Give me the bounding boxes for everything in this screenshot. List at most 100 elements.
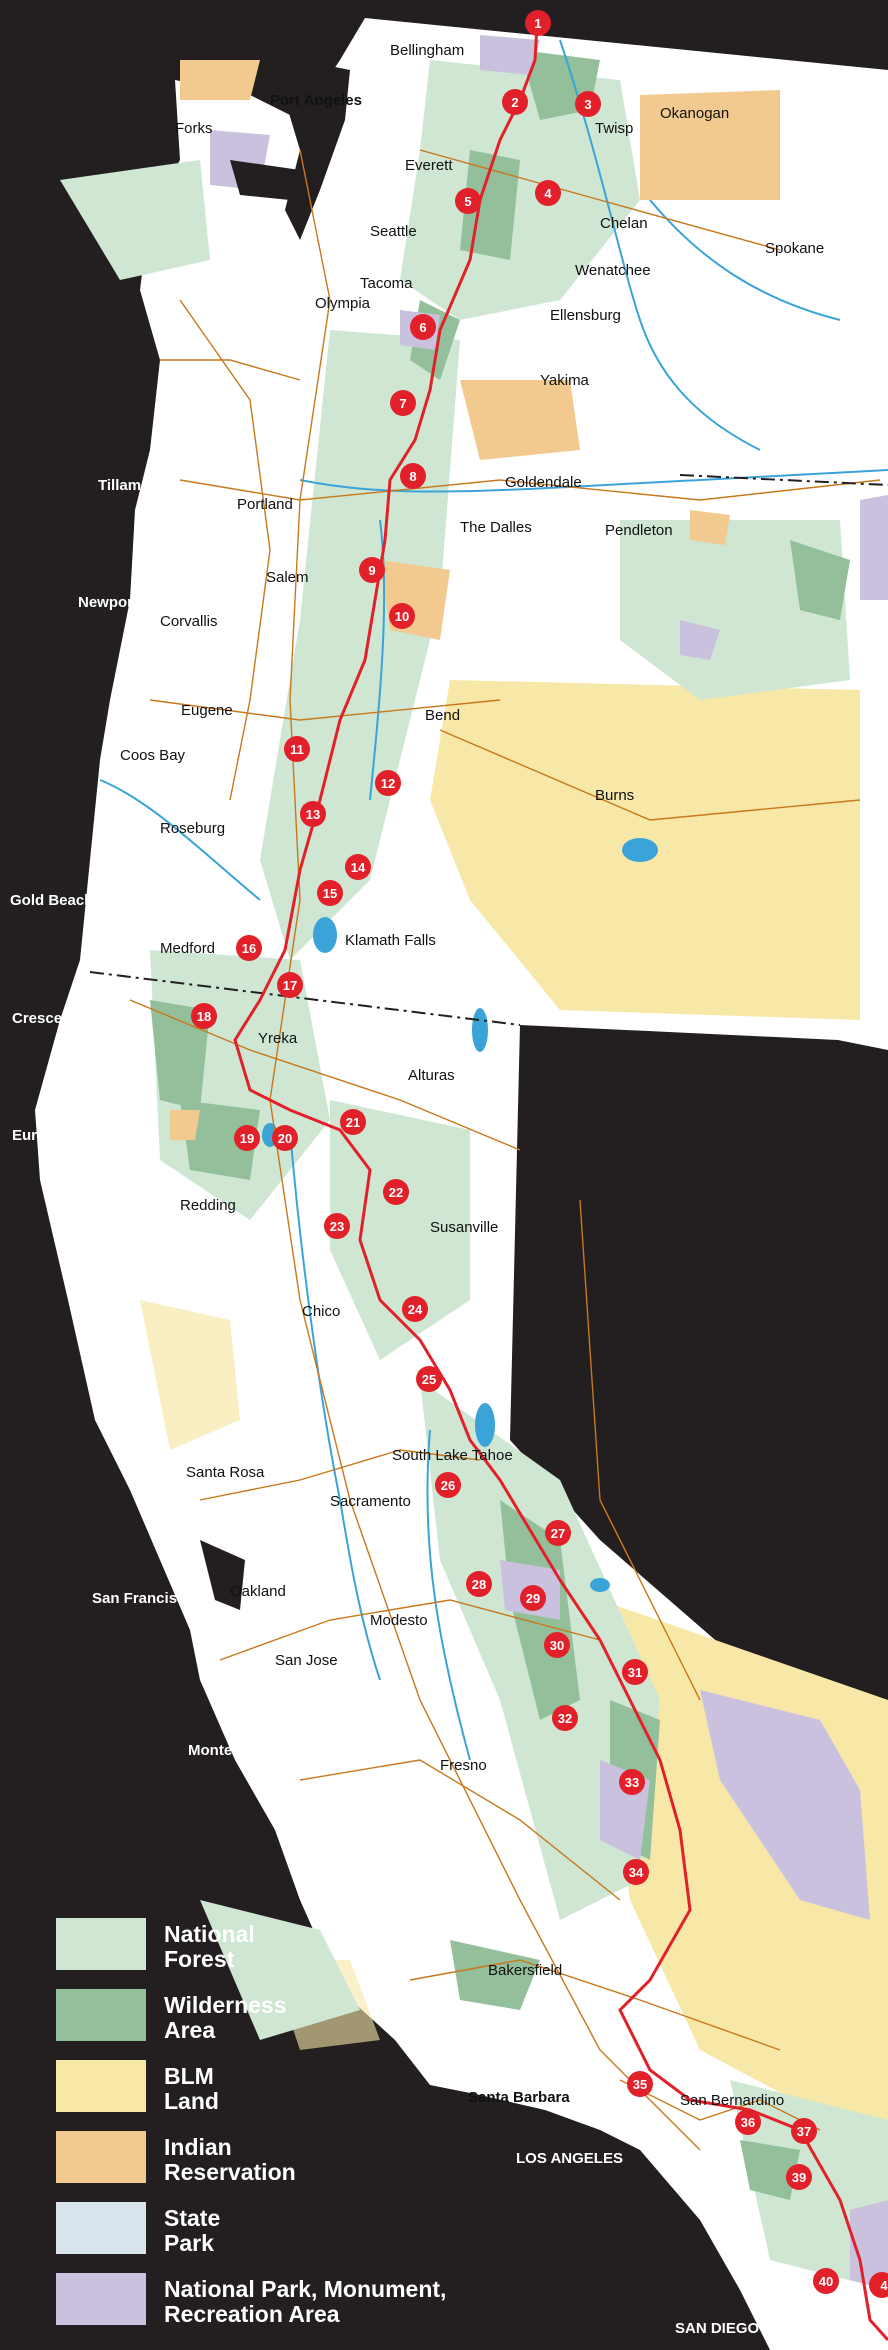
marker-23[interactable]: 23 [324,1213,350,1239]
marker-11[interactable]: 11 [284,736,310,762]
marker-10[interactable]: 10 [389,603,415,629]
city-ellensburg: Ellensburg [550,307,621,324]
marker-19[interactable]: 19 [234,1125,260,1151]
svg-text:3: 3 [584,97,591,112]
marker-7[interactable]: 7 [390,390,416,416]
city-modesto: Modesto [370,1612,428,1629]
marker-3[interactable]: 3 [575,91,601,117]
marker-4[interactable]: 4 [535,180,561,206]
legend-label-national-park-2: Recreation Area [164,2301,340,2327]
city-portland: Portland [237,496,293,513]
marker-29[interactable]: 29 [520,1585,546,1611]
marker-12[interactable]: 12 [375,770,401,796]
city-corvallis: Corvallis [160,613,218,630]
marker-8[interactable]: 8 [400,463,426,489]
city-tillamook: Tillamook [98,477,168,494]
legend-label-wilderness-2: Area [164,2017,215,2043]
marker-28[interactable]: 28 [466,1571,492,1597]
marker-40[interactable]: 40 [813,2268,839,2294]
svg-text:11: 11 [290,742,304,757]
marker-2[interactable]: 2 [502,89,528,115]
trail-section-markers: 1 2 3 4 5 6 7 8 9 10 11 12 13 14 15 16 1… [191,10,888,2298]
svg-text:1: 1 [534,16,541,31]
svg-text:16: 16 [242,941,256,956]
svg-text:35: 35 [633,2077,647,2092]
road-network [129,149,881,2151]
svg-text:14: 14 [351,860,366,875]
marker-26[interactable]: 26 [435,1472,461,1498]
svg-text:26: 26 [441,1478,455,1493]
marker-24[interactable]: 24 [402,1296,428,1322]
marker-17[interactable]: 17 [277,972,303,998]
marker-14[interactable]: 14 [345,854,371,880]
svg-text:15: 15 [323,886,337,901]
marker-16[interactable]: 16 [236,935,262,961]
city-santa-rosa: Santa Rosa [186,1464,265,1481]
marker-9[interactable]: 9 [359,557,385,583]
marker-22[interactable]: 22 [383,1179,409,1205]
legend-label-indian-reservation-2: Reservation [164,2159,296,2185]
legend-label-state-park: State [164,2205,220,2231]
city-san-francisco: San Francisco [92,1590,195,1607]
city-crescent-city: Crescent City [12,1010,109,1027]
svg-text:9: 9 [368,563,375,578]
marker-18[interactable]: 18 [191,1003,217,1029]
svg-text:31: 31 [628,1665,642,1680]
city-burns: Burns [595,787,634,804]
legend-swatch-state-park [56,2202,146,2254]
legend-label-national-forest: National [164,1921,255,1947]
city-roseburg: Roseburg [160,820,225,837]
svg-text:4: 4 [544,186,552,201]
marker-1[interactable]: 1 [525,10,551,36]
city-coos-bay: Coos Bay [120,747,186,764]
city-okanogan: Okanogan [660,105,729,122]
city-medford: Medford [160,940,215,957]
marker-37[interactable]: 37 [791,2118,817,2144]
marker-13[interactable]: 13 [300,801,326,827]
marker-34[interactable]: 34 [623,1859,649,1885]
marker-35[interactable]: 35 [627,2071,653,2097]
svg-text:5: 5 [464,194,471,209]
marker-39[interactable]: 39 [786,2164,812,2190]
legend-swatch-national-forest [56,1918,146,1970]
marker-36[interactable]: 36 [735,2109,761,2135]
city-klamath-falls: Klamath Falls [345,932,436,949]
city-yakima: Yakima [540,372,590,389]
city-twisp: Twisp [595,120,633,137]
marker-30[interactable]: 30 [544,1632,570,1658]
marker-15[interactable]: 15 [317,880,343,906]
marker-21[interactable]: 21 [340,1109,366,1135]
svg-text:10: 10 [395,609,409,624]
svg-text:29: 29 [526,1591,540,1606]
marker-20[interactable]: 20 [272,1125,298,1151]
marker-6[interactable]: 6 [410,314,436,340]
svg-text:36: 36 [741,2115,755,2130]
legend-label-wilderness: Wilderness [164,1992,287,2018]
city-chelan: Chelan [600,215,648,232]
city-monterey: Monterey [188,1742,255,1759]
marker-32[interactable]: 32 [552,1705,578,1731]
marker-41-partial[interactable]: 4 [869,2272,888,2298]
marker-5[interactable]: 5 [455,188,481,214]
legend-swatch-national-park [56,2273,146,2325]
marker-27[interactable]: 27 [545,1520,571,1546]
marker-25[interactable]: 25 [416,1366,442,1392]
svg-text:28: 28 [472,1577,486,1592]
city-south-lake-tahoe: South Lake Tahoe [392,1447,513,1464]
svg-text:7: 7 [399,396,406,411]
city-eugene: Eugene [181,702,233,719]
city-goldendale: Goldendale [505,474,582,491]
marker-33[interactable]: 33 [619,1769,645,1795]
city-wenatchee: Wenatchee [575,262,651,279]
svg-text:12: 12 [381,776,395,791]
marker-31[interactable]: 31 [622,1659,648,1685]
svg-text:22: 22 [389,1185,403,1200]
city-tacoma: Tacoma [360,275,413,292]
state-borders [89,474,888,1026]
svg-text:27: 27 [551,1526,565,1541]
city-santa-barbara: Santa Barbara [468,2089,570,2106]
svg-text:23: 23 [330,1219,344,1234]
city-redding: Redding [180,1197,236,1214]
svg-text:19: 19 [240,1131,254,1146]
coastal-city-labels: Port Angeles Tillamook Newport Gold Beac… [10,92,760,2337]
